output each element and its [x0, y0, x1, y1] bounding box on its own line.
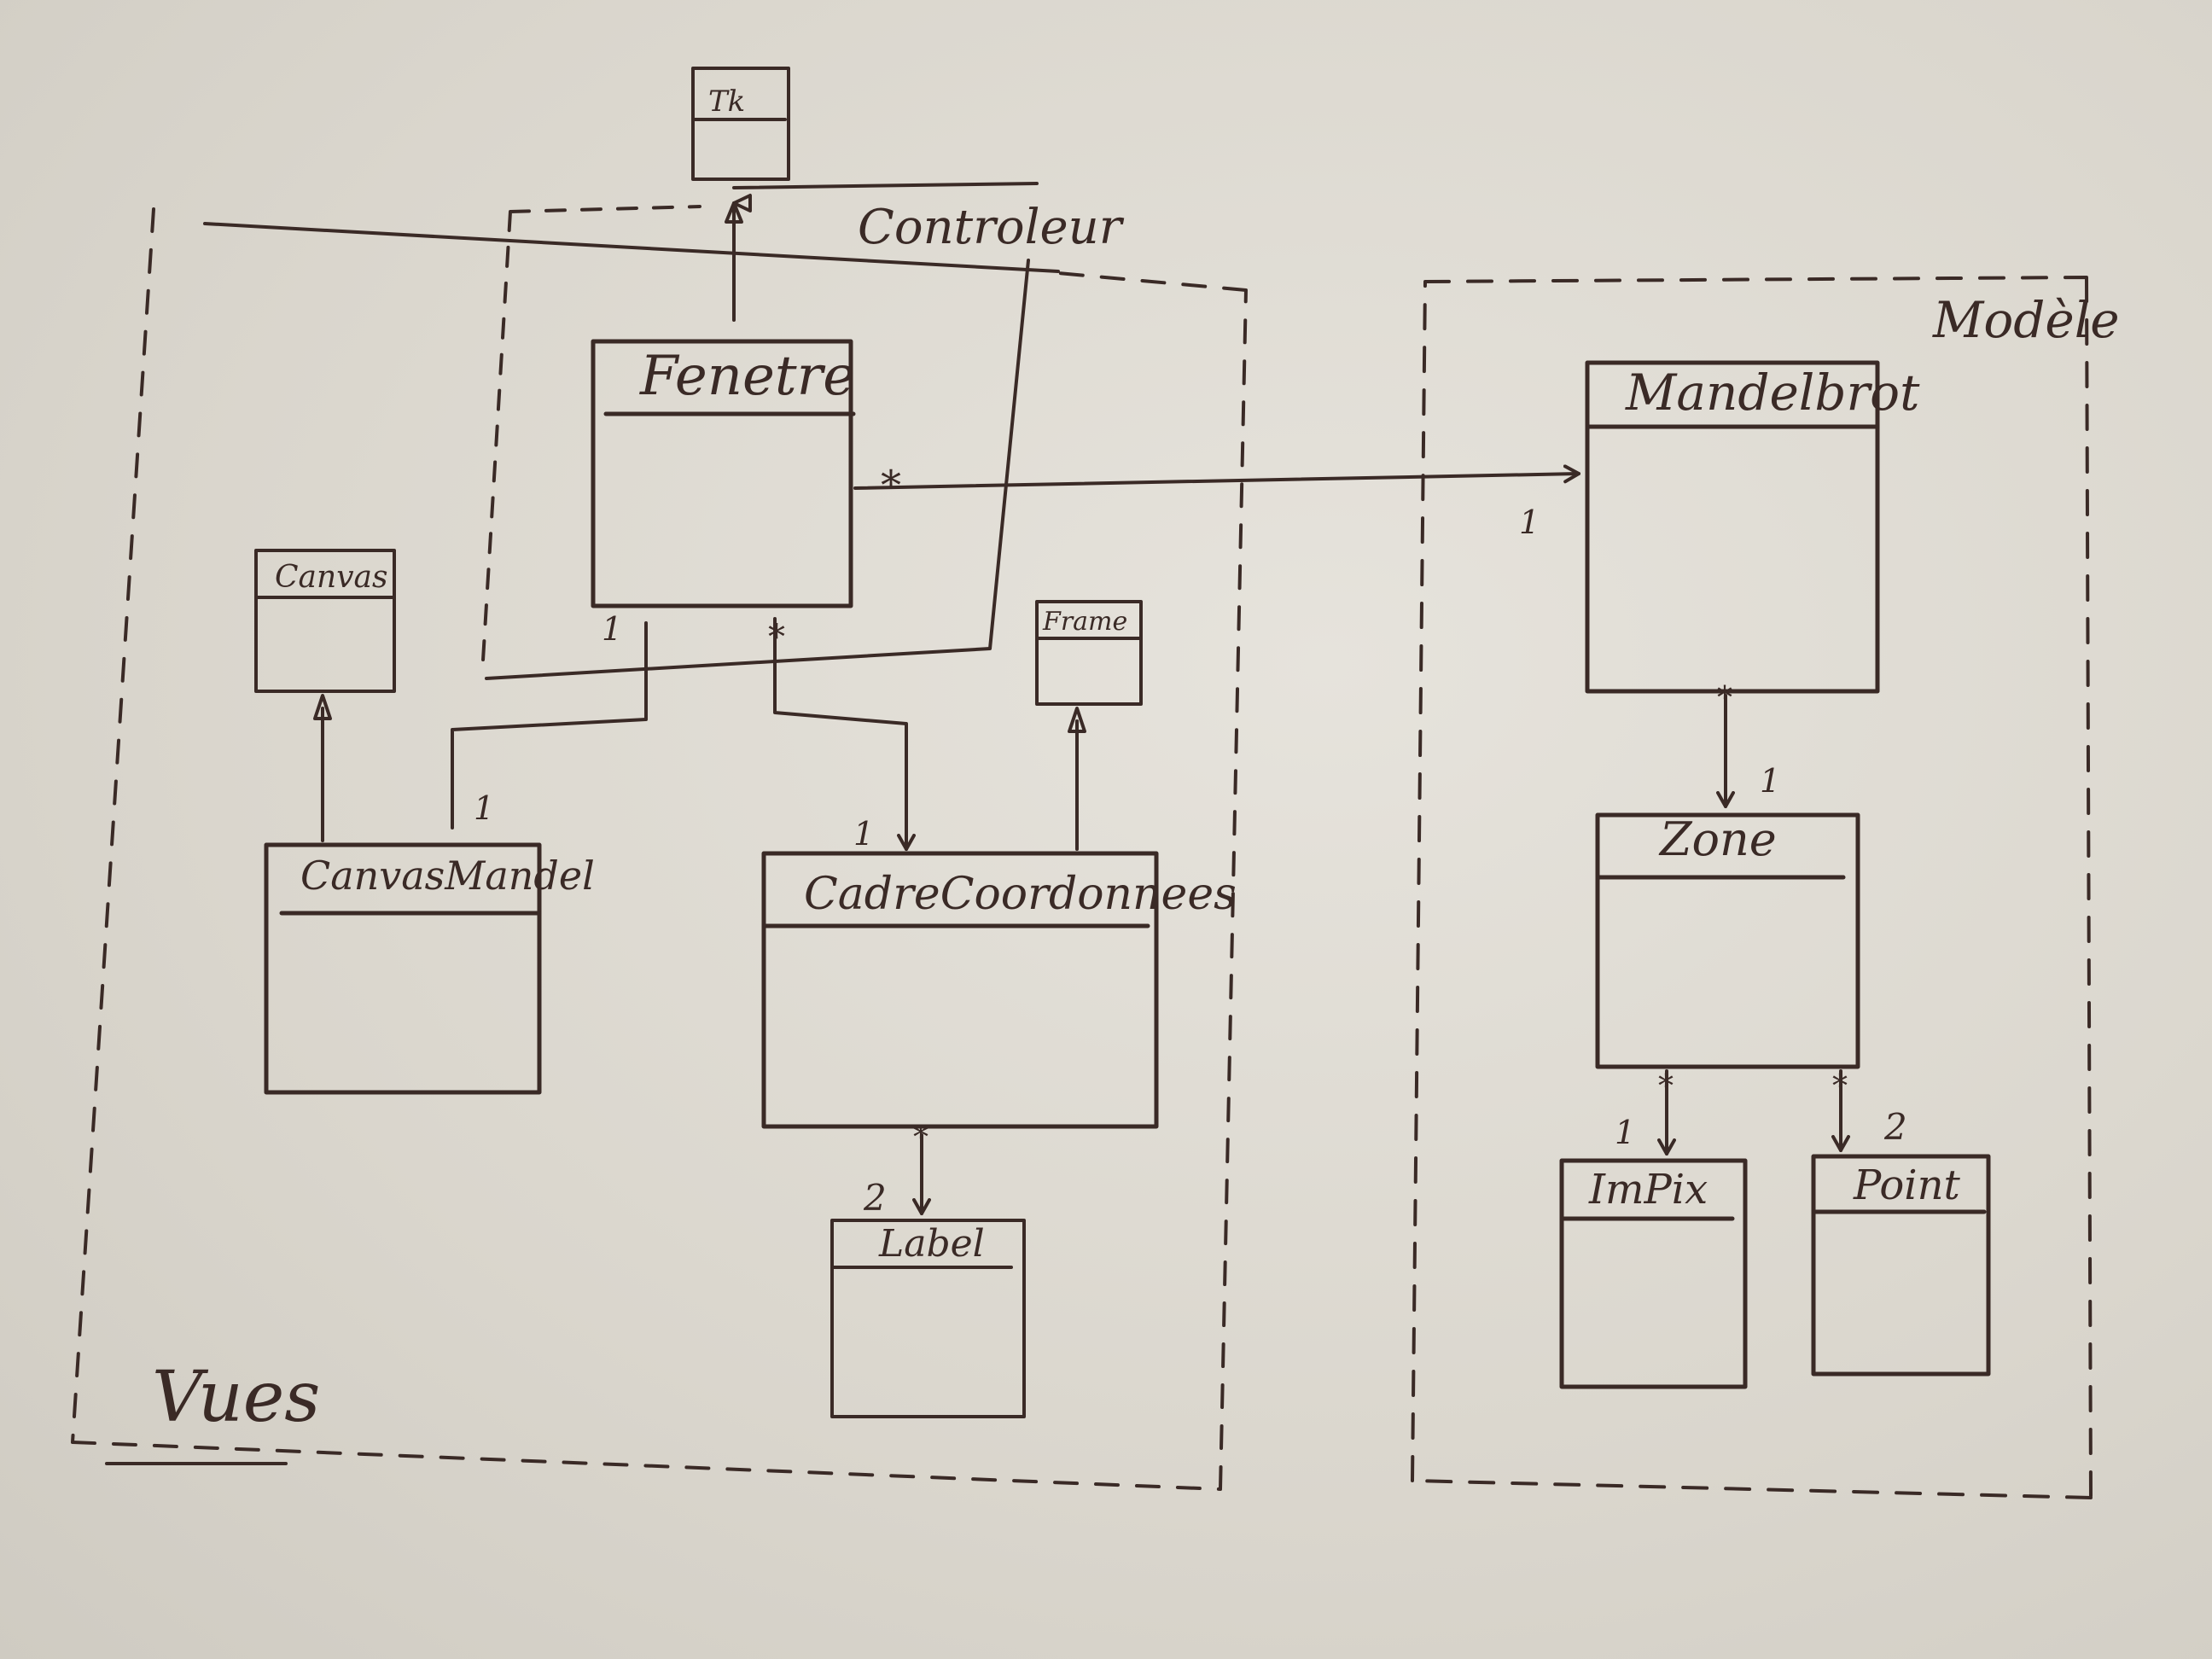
- inheritance-arrowhead-frame: [1068, 707, 1086, 733]
- class-point: Point: [1811, 1154, 1991, 1377]
- mult-mandelbrot-zone-src: *: [1717, 681, 1732, 716]
- mult-zone-impix-src: *: [1658, 1069, 1674, 1104]
- mult-cadre-label-src: *: [913, 1121, 928, 1155]
- mult-mandelbrot-zone-dst: 1: [1760, 762, 1780, 800]
- inheritance-arrowhead-tk: [725, 201, 743, 224]
- class-canvas-mandel-name: CanvasMandel: [300, 853, 595, 899]
- mult-cadre-label-dst: 2: [863, 1177, 887, 1219]
- class-cadre-coordonnees-name: CadreCoordonnees: [804, 869, 1237, 920]
- class-tk: Tk: [691, 67, 790, 181]
- class-canvas-name: Canvas: [275, 560, 387, 595]
- class-canvas-mandel: CanvasMandel: [264, 842, 595, 1095]
- class-im-pix-name: ImPix: [1588, 1166, 1708, 1214]
- class-zone: Zone: [1595, 812, 1860, 1069]
- mult-zone-point-dst: 2: [1883, 1106, 1907, 1148]
- class-frame: Frame: [1035, 600, 1143, 706]
- class-fenetre-name: Fenetre: [639, 345, 855, 408]
- mult-fenetre-cadre-src: *: [768, 618, 785, 657]
- mult-zone-point-src: *: [1832, 1069, 1848, 1104]
- class-zone-name: Zone: [1658, 812, 1777, 866]
- package-modele-label: Modèle: [1932, 291, 2120, 349]
- class-tk-name: Tk: [708, 84, 745, 119]
- class-frame-name: Frame: [1042, 607, 1127, 637]
- mult-fenetre-mandelbrot-dst: 1: [1519, 504, 1540, 541]
- association-fenetre-canvasmandel: [451, 621, 648, 830]
- class-im-pix: ImPix: [1559, 1158, 1748, 1389]
- class-canvas: Canvas: [254, 549, 396, 693]
- class-label: Label: [830, 1219, 1026, 1418]
- package-controleur-label: Controleur: [858, 200, 1125, 255]
- package-vues: Vues: [71, 207, 1248, 1491]
- package-vues-label: Vues: [152, 1357, 320, 1438]
- mult-zone-impix-dst: 1: [1615, 1114, 1635, 1151]
- class-fenetre: Fenetre: [591, 339, 856, 608]
- inheritance-arrowhead-canvas: [313, 694, 332, 720]
- mult-fenetre-canvasmandel-src: 1: [602, 610, 622, 648]
- package-modele: Modèle: [1411, 276, 2120, 1499]
- association-fenetre-mandelbrot: [853, 464, 1580, 490]
- class-point-name: Point: [1853, 1161, 1961, 1209]
- class-cadre-coordonnees: CadreCoordonnees: [761, 851, 1237, 1129]
- association-fenetre-cadre: [773, 617, 916, 851]
- mult-fenetre-canvasmandel-dst: 1: [474, 789, 494, 827]
- package-controleur: Controleur: [480, 182, 1125, 680]
- class-mandelbrot: Mandelbrot: [1585, 360, 1920, 694]
- class-mandelbrot-name: Mandelbrot: [1625, 364, 1920, 422]
- class-label-name: Label: [878, 1222, 985, 1266]
- mult-fenetre-mandelbrot-src: *: [881, 462, 901, 509]
- mult-fenetre-cadre-dst: 1: [853, 815, 874, 853]
